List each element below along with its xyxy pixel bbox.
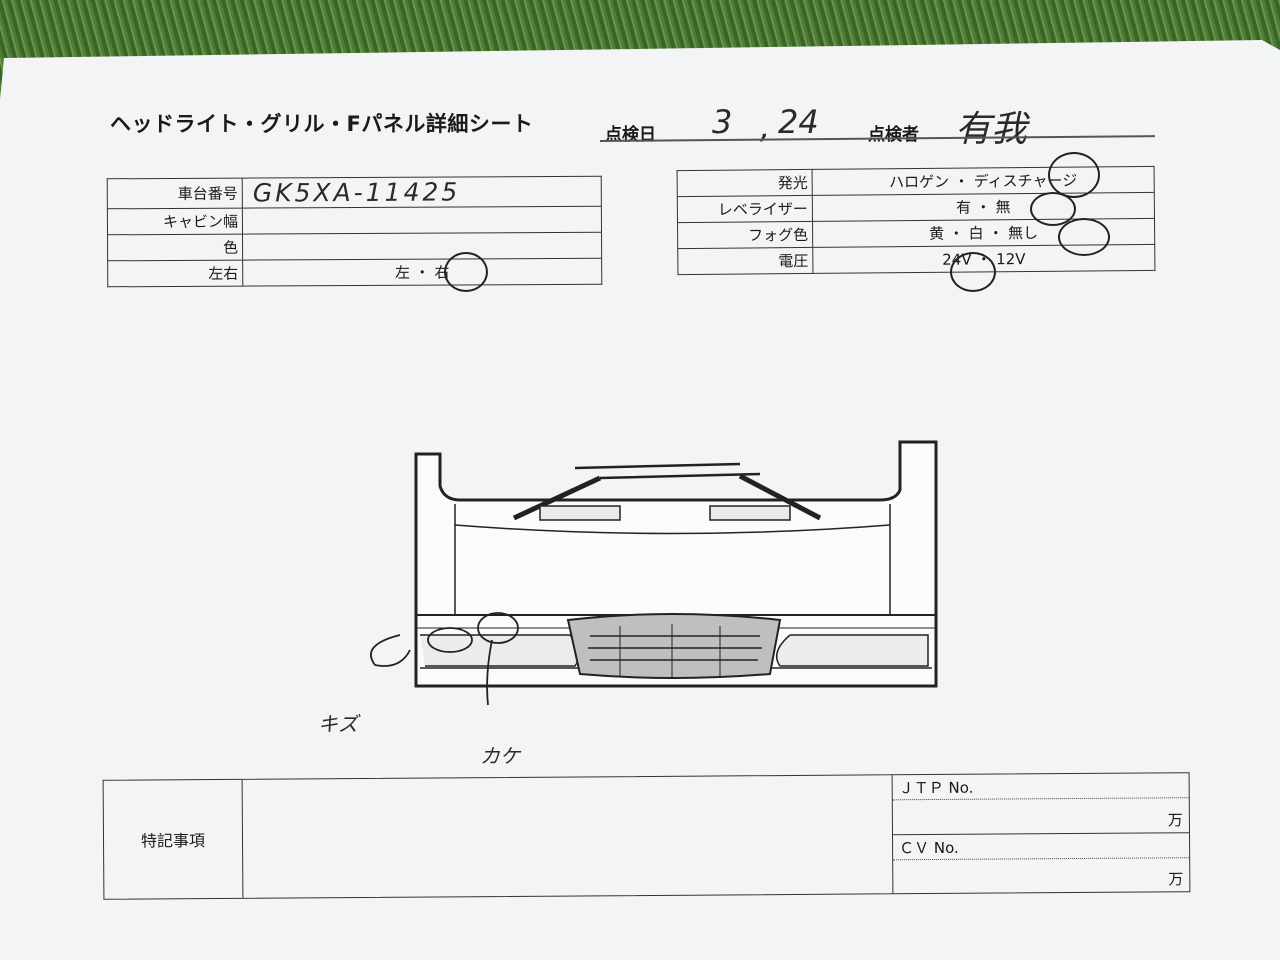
jtp-unit: 万	[1167, 810, 1183, 829]
notes-body	[242, 775, 894, 898]
circle-mark-fog-none	[1058, 218, 1110, 256]
inspector-label: 点検者	[868, 125, 919, 145]
color-value	[242, 232, 602, 261]
notes-section: 特記事項 ＪＴＰ No. 万 ＣＶ No. 万	[102, 772, 1191, 900]
circle-mark-discharge	[1048, 152, 1100, 198]
scratch-label: キズ	[318, 712, 358, 736]
voltage-key: 電圧	[677, 247, 813, 275]
table-row: 色	[107, 232, 602, 261]
circle-mark-24v	[950, 252, 996, 292]
vehicle-table: 車台番号 GK5XA-11425 キャビン幅 色 左右 左 ・ 右	[107, 176, 603, 288]
leveler-value: 有 ・ 無	[812, 192, 1155, 222]
part-numbers: ＪＴＰ No. 万 ＣＶ No. 万	[892, 773, 1190, 894]
cabin-width-key: キャビン幅	[107, 208, 243, 235]
date-day: 24	[778, 103, 819, 141]
date-month: 3	[712, 103, 733, 141]
leveler-key: レベライザー	[677, 195, 813, 223]
color-key: 色	[107, 234, 243, 261]
jtp-number-row: ＪＴＰ No. 万	[892, 773, 1189, 835]
jtp-label: ＪＴＰ No.	[898, 778, 974, 798]
cv-label: ＣＶ No.	[899, 838, 959, 857]
vehicle-number-handwritten: GK5XA-11425	[252, 177, 461, 208]
light-type-value: ハロゲン ・ ディスチャージ	[812, 166, 1155, 196]
inspector-name: 有我	[955, 109, 1028, 150]
sheet-title: ヘッドライト・グリル・Fパネル詳細シート	[110, 112, 534, 136]
cabin-width-value	[242, 206, 602, 235]
truck-front-sketch	[370, 440, 938, 706]
fog-color-key: フォグ色	[677, 221, 813, 249]
cv-number-row: ＣＶ No. 万	[893, 833, 1190, 894]
light-type-key: 発光	[677, 169, 813, 197]
vehicle-number-value: GK5XA-11425	[242, 176, 602, 209]
circle-mark-leveler-none	[1030, 192, 1076, 226]
side-key: 左右	[107, 260, 243, 287]
notes-label: 特記事項	[103, 779, 244, 899]
side-value: 左 ・ 右	[242, 258, 602, 287]
table-row: 左右 左 ・ 右	[107, 258, 602, 287]
table-row: キャビン幅	[107, 206, 602, 235]
date-separator: ,	[760, 108, 771, 146]
vehicle-number-key: 車台番号	[107, 178, 243, 209]
table-row: 車台番号 GK5XA-11425	[107, 176, 602, 209]
cv-unit: 万	[1168, 870, 1184, 889]
circle-mark-right	[444, 252, 488, 292]
chip-label: カケ	[480, 744, 520, 768]
